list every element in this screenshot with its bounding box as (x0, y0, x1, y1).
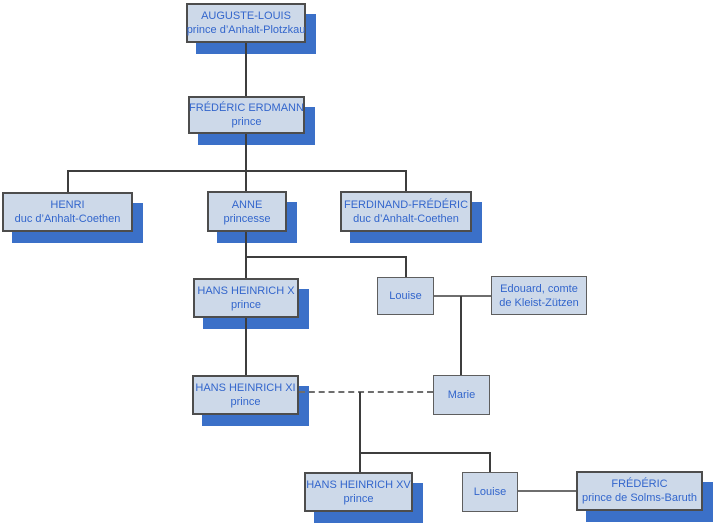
node-hans-heinrich-xi[interactable]: HANS HEINRICH XI prince (192, 375, 299, 415)
edge-louise-edouard-marriage (434, 295, 491, 297)
person-name: ANNE (231, 198, 263, 211)
edge-to-ferdinand (405, 170, 407, 191)
node-auguste-louis[interactable]: AUGUSTE-LOUIS prince d’Anhalt-Plotzkau (186, 3, 306, 43)
person-name: FRÉDÉRIC ERDMANN (189, 102, 304, 114)
node-louise-kleist[interactable]: Louise (377, 277, 434, 315)
person-title: prince (230, 396, 261, 408)
edge-louise-frederic-marriage (518, 490, 576, 492)
node-ferdinand-frederic[interactable]: FERDINAND-FRÉDÉRIC duc d’Anhalt-Coethen (340, 191, 472, 232)
edge-anne-to-hans-x (245, 232, 247, 278)
person-name: Edouard, comte (500, 282, 578, 295)
person-title: prince (231, 116, 262, 128)
person-title: prince de Solms-Baruth (582, 492, 697, 504)
edge-hans-x-to-hans-xi (245, 318, 247, 375)
node-hans-heinrich-x[interactable]: HANS HEINRICH X prince (193, 278, 299, 318)
person-title: prince (343, 493, 374, 505)
person-name: Marie (447, 389, 476, 401)
node-hans-heinrich-xv[interactable]: HANS HEINRICH XV prince (304, 472, 413, 512)
person-name: FRÉDÉRIC (611, 478, 668, 490)
edge-to-louise-kleist (405, 256, 407, 277)
person-name: Louise (473, 486, 507, 498)
edge-union-to-hans-xv (359, 392, 361, 472)
edge-union-children-branch (359, 452, 491, 454)
person-title: prince d’Anhalt-Plotzkau (186, 24, 306, 36)
edge-anne-children-branch (245, 256, 407, 258)
person-title: princesse (223, 212, 271, 225)
person-title: duc d’Anhalt-Coethen (353, 212, 459, 225)
edge-erdmann-to-anne (245, 134, 247, 191)
node-louise-solms[interactable]: Louise (462, 472, 518, 512)
person-name: FERDINAND-FRÉDÉRIC (343, 198, 469, 211)
node-henri[interactable]: HENRI duc d’Anhalt-Coethen (2, 192, 133, 232)
person-name: Louise (389, 290, 422, 302)
node-edouard-kleist[interactable]: Edouard, comte de Kleist-Zützen (491, 276, 587, 315)
node-marie[interactable]: Marie (433, 375, 490, 415)
node-anne[interactable]: ANNE princesse (207, 191, 287, 232)
node-frederic-solms[interactable]: FRÉDÉRIC prince de Solms-Baruth (576, 471, 703, 511)
person-name: HANS HEINRICH XI (195, 382, 296, 394)
person-name: HANS HEINRICH X (197, 285, 295, 297)
person-name: AUGUSTE-LOUIS (201, 10, 291, 22)
person-title: de Kleist-Zützen (499, 296, 579, 309)
person-name: HENRI (50, 199, 85, 211)
edge-auguste-to-erdmann (245, 43, 247, 96)
person-name: HANS HEINRICH XV (306, 479, 411, 491)
person-title: prince (231, 299, 261, 311)
edge-hans-xi-marie-dashed-union (299, 391, 433, 393)
node-frederic-erdmann[interactable]: FRÉDÉRIC ERDMANN prince (188, 96, 305, 134)
edge-to-louise-solms (489, 452, 491, 472)
edge-siblings-row3 (67, 170, 407, 172)
person-title: duc d’Anhalt-Coethen (14, 213, 121, 225)
edge-couple-to-marie (460, 296, 462, 375)
edge-to-henri (67, 170, 69, 192)
